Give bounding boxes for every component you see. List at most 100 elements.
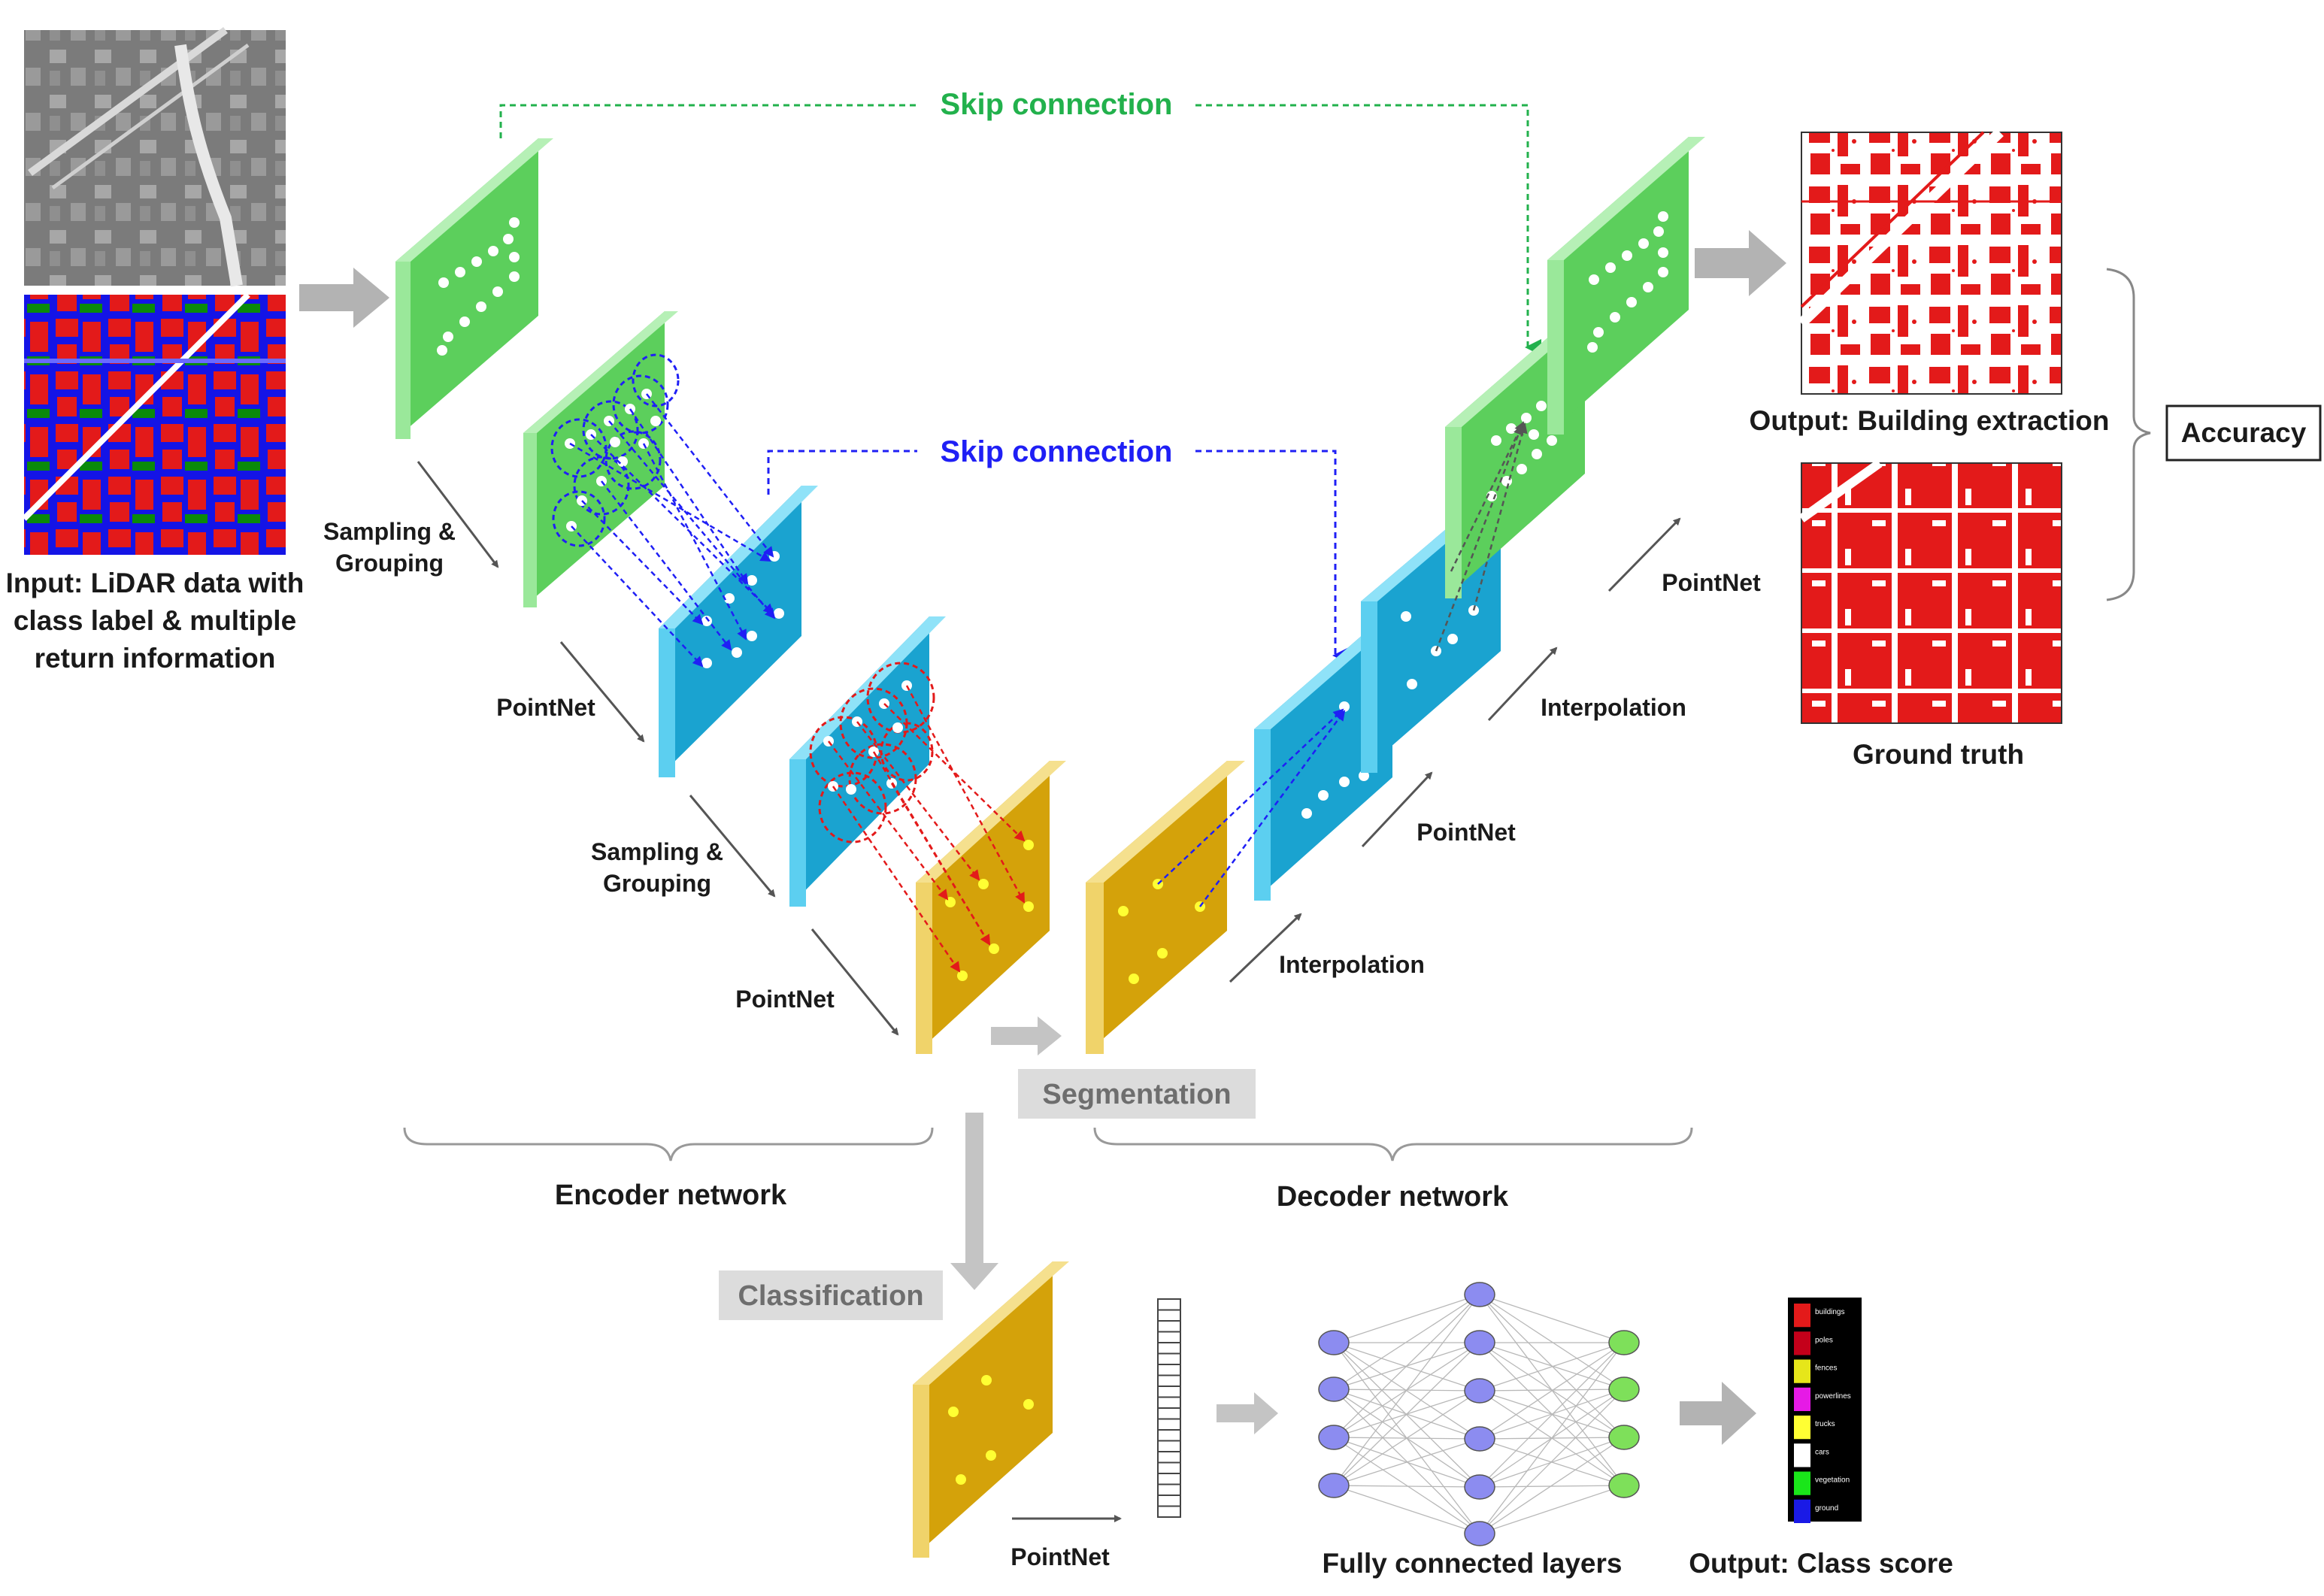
hidden-neuron bbox=[1464, 1330, 1495, 1355]
output-neuron bbox=[1608, 1473, 1640, 1498]
decoder-flow-arrows bbox=[1229, 517, 1681, 983]
encoder-network-label: Encoder network bbox=[555, 1180, 787, 1211]
input-lidar-intensity-image bbox=[24, 26, 286, 287]
class-score-legend: buildings poles fences powerlines trucks cars… bbox=[1788, 1298, 1862, 1523]
legend-swatch-powerlines bbox=[1794, 1387, 1810, 1411]
legend-swatch-cars bbox=[1794, 1443, 1810, 1467]
ground-truth-label: Ground truth bbox=[1853, 739, 2024, 770]
fc-edge bbox=[1479, 1294, 1625, 1343]
decoder-layer-5 bbox=[1547, 137, 1705, 435]
fc-edge bbox=[1479, 1342, 1625, 1440]
skip-connection-top-label: Skip connection bbox=[941, 88, 1173, 121]
fc-edge bbox=[1333, 1438, 1480, 1486]
grouping-arrows-red bbox=[828, 685, 1026, 973]
legend-label-fences: fences bbox=[1815, 1364, 1837, 1373]
fc-edge bbox=[1333, 1342, 1480, 1488]
skip-connection-mid-label: Skip connection bbox=[941, 435, 1173, 468]
interpolation-2-label: Interpolation bbox=[1541, 694, 1686, 721]
output-neuron bbox=[1608, 1376, 1640, 1402]
decoder-network-label: Decoder network bbox=[1277, 1181, 1509, 1213]
fc-edge bbox=[1479, 1389, 1625, 1534]
legend-label-trucks: trucks bbox=[1815, 1420, 1835, 1428]
fc-edge bbox=[1333, 1294, 1480, 1486]
legend-swatch-buildings bbox=[1794, 1304, 1810, 1328]
decoder-layer-1 bbox=[1086, 761, 1245, 1054]
ground-truth-image bbox=[1798, 459, 2062, 724]
fc-edge bbox=[1333, 1485, 1480, 1534]
output-neuron bbox=[1608, 1330, 1640, 1355]
hidden-neuron bbox=[1318, 1376, 1350, 1402]
legend-label-powerlines: powerlines bbox=[1815, 1392, 1851, 1401]
output-class-score-label: Output: Class score bbox=[1689, 1548, 1953, 1579]
fc-edge bbox=[1479, 1342, 1625, 1390]
legend-label-poles: poles bbox=[1815, 1336, 1833, 1344]
grouping-arrows-blue bbox=[569, 393, 776, 668]
legend-label-cars: cars bbox=[1815, 1448, 1829, 1456]
input-lidar-class-image bbox=[22, 292, 286, 555]
output-building-image bbox=[1798, 128, 2062, 395]
segmentation-box bbox=[1018, 1069, 1256, 1119]
fc-edge bbox=[1333, 1294, 1480, 1390]
encoder-layer-3 bbox=[659, 486, 818, 777]
pointnet-dec-1-label: PointNet bbox=[1417, 819, 1516, 846]
pointnet-enc-2-label: PointNet bbox=[735, 986, 835, 1013]
output-arrow-icon bbox=[1695, 230, 1786, 296]
fc-edge bbox=[1333, 1342, 1480, 1486]
hidden-neuron bbox=[1318, 1473, 1350, 1498]
fc-edge bbox=[1479, 1342, 1625, 1534]
feature-vector bbox=[1157, 1298, 1181, 1518]
legend-swatch-vegetation bbox=[1794, 1471, 1810, 1495]
accuracy-label: Accuracy bbox=[2181, 417, 2307, 448]
input-label-line2: class label & multiple bbox=[14, 605, 296, 636]
fc-edge bbox=[1479, 1485, 1625, 1488]
fully-connected-network bbox=[1318, 1282, 1640, 1546]
decoder-brace bbox=[1093, 1127, 1693, 1161]
encoder-flow-arrows bbox=[417, 461, 899, 1036]
encoder-layer-4 bbox=[789, 616, 946, 907]
hidden-neuron bbox=[1464, 1474, 1495, 1500]
fc-edge bbox=[1333, 1294, 1480, 1438]
fc-edge bbox=[1333, 1389, 1480, 1534]
fc-edge bbox=[1333, 1294, 1480, 1343]
legend-swatch-trucks bbox=[1794, 1416, 1810, 1440]
pointnet-dec-2-label: PointNet bbox=[1662, 569, 1761, 596]
fc-edge bbox=[1333, 1390, 1480, 1486]
fc-in-arrow-icon bbox=[1217, 1392, 1278, 1434]
hidden-neuron bbox=[1464, 1378, 1495, 1404]
encoder-layer-5 bbox=[916, 761, 1066, 1054]
fc-edge bbox=[1479, 1342, 1625, 1488]
legend-label-vegetation: vegetation bbox=[1815, 1476, 1850, 1485]
hidden-neuron bbox=[1464, 1426, 1495, 1452]
sampling-grouping-1-line1: Sampling & bbox=[323, 518, 456, 545]
legend-label-ground: ground bbox=[1815, 1504, 1838, 1513]
pointnet-cls-label: PointNet bbox=[1011, 1543, 1110, 1570]
pointnet-enc-1-label: PointNet bbox=[496, 694, 595, 721]
legend-label-buildings: buildings bbox=[1815, 1308, 1844, 1316]
input-arrow-icon bbox=[299, 268, 389, 328]
interp-arrows-blue bbox=[1157, 708, 1346, 907]
input-label-line1: Input: LiDAR data with bbox=[6, 568, 305, 598]
accuracy-bracket bbox=[2106, 268, 2151, 601]
class-score-arrow-icon bbox=[1680, 1382, 1756, 1445]
fc-edge bbox=[1479, 1294, 1625, 1390]
segmentation-arrow-icon bbox=[991, 1016, 1062, 1055]
sampling-grouping-2-line2: Grouping bbox=[603, 870, 711, 897]
skip-connection-blue bbox=[767, 450, 1349, 664]
classification-layer bbox=[913, 1261, 1069, 1558]
output-building-label: Output: Building extraction bbox=[1750, 405, 2110, 436]
encoder-brace bbox=[403, 1127, 934, 1161]
hidden-neuron bbox=[1318, 1425, 1350, 1450]
sampling-grouping-1-line2: Grouping bbox=[335, 550, 444, 577]
input-label-line3: return information bbox=[35, 643, 276, 674]
fc-edge bbox=[1479, 1389, 1625, 1392]
segmentation-label: Segmentation bbox=[1042, 1079, 1231, 1110]
interpolation-1-label: Interpolation bbox=[1279, 951, 1425, 978]
output-neuron bbox=[1608, 1425, 1640, 1450]
fc-edge bbox=[1479, 1389, 1625, 1440]
fc-edge bbox=[1479, 1342, 1625, 1392]
encoder-layer-2 bbox=[523, 311, 680, 607]
legend-swatch-fences bbox=[1794, 1359, 1810, 1383]
fully-connected-label: Fully connected layers bbox=[1323, 1548, 1623, 1579]
skip-connection-green bbox=[499, 104, 1541, 356]
